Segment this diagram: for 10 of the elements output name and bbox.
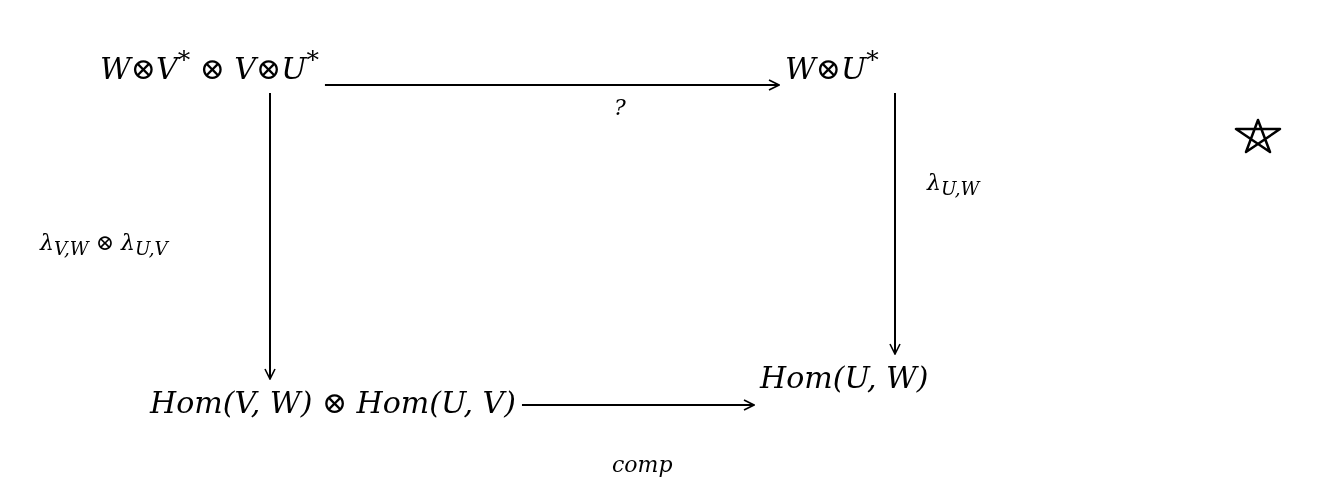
arrow [264,92,276,380]
math-expression: W⊗U$^{*}$ [785,45,879,87]
edge-label: λ$_{V,W}$ ⊗ λ$_{U,V}$ [38,230,170,260]
edge-label: λ$_{U,W}$ [925,170,982,200]
arrow [323,79,780,91]
math-expression: W⊗V$^{*}$ ⊗ V⊗U$^{*}$ [100,45,319,87]
math-expression: Hom(V, W) ⊗ Hom(U, V) [150,385,516,421]
arrow [889,92,901,355]
arrow [520,399,755,411]
math-expression: Hom(U, W) [760,360,929,396]
